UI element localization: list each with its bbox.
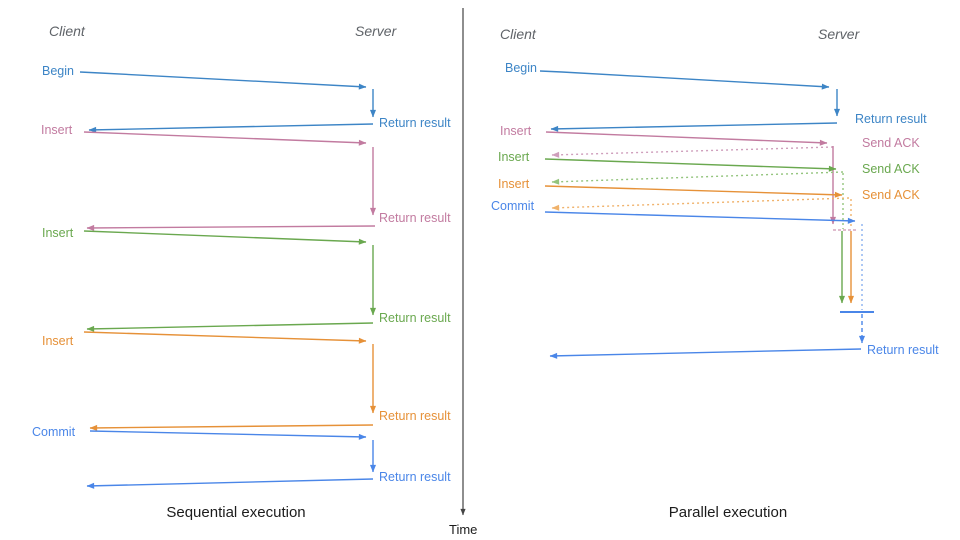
right-panel-lines xyxy=(539,70,874,359)
left-commit-return-label: Return result xyxy=(379,470,451,484)
left-insert2-label: Insert xyxy=(42,226,74,240)
left-panel-title: Sequential execution xyxy=(166,504,306,521)
right-client-header: Client xyxy=(500,26,536,42)
right-insert1-ack-label: Send ACK xyxy=(862,136,920,150)
right-panel-title: Parallel execution xyxy=(668,504,788,521)
right-insert3-label: Insert xyxy=(498,177,530,191)
right-commit-label: Commit xyxy=(491,199,535,213)
right-insert1-label: Insert xyxy=(500,124,532,138)
left-begin-return-label: Return result xyxy=(379,116,451,130)
left-insert3-return-label: Return result xyxy=(379,409,451,423)
left-insert1-return-label: Return result xyxy=(379,211,451,225)
right-insert3-ack-label: Send ACK xyxy=(862,188,920,202)
left-server-header: Server xyxy=(355,23,397,39)
left-insert1-label: Insert xyxy=(41,123,73,137)
left-insert2-return-label: Return result xyxy=(379,311,451,325)
right-begin-return-label: Return result xyxy=(855,112,927,126)
left-begin-label: Begin xyxy=(42,64,74,78)
right-insert2-label: Insert xyxy=(498,150,530,164)
right-begin-label: Begin xyxy=(505,61,537,75)
right-insert2-ack-label: Send ACK xyxy=(862,162,920,176)
right-commit-return-label: Return result xyxy=(867,343,939,357)
time-axis-label: Time xyxy=(449,522,478,537)
left-panel-lines xyxy=(79,71,377,489)
left-insert3-label: Insert xyxy=(42,334,74,348)
right-server-header: Server xyxy=(818,26,860,42)
left-commit-label: Commit xyxy=(32,425,76,439)
left-client-header: Client xyxy=(49,23,85,39)
